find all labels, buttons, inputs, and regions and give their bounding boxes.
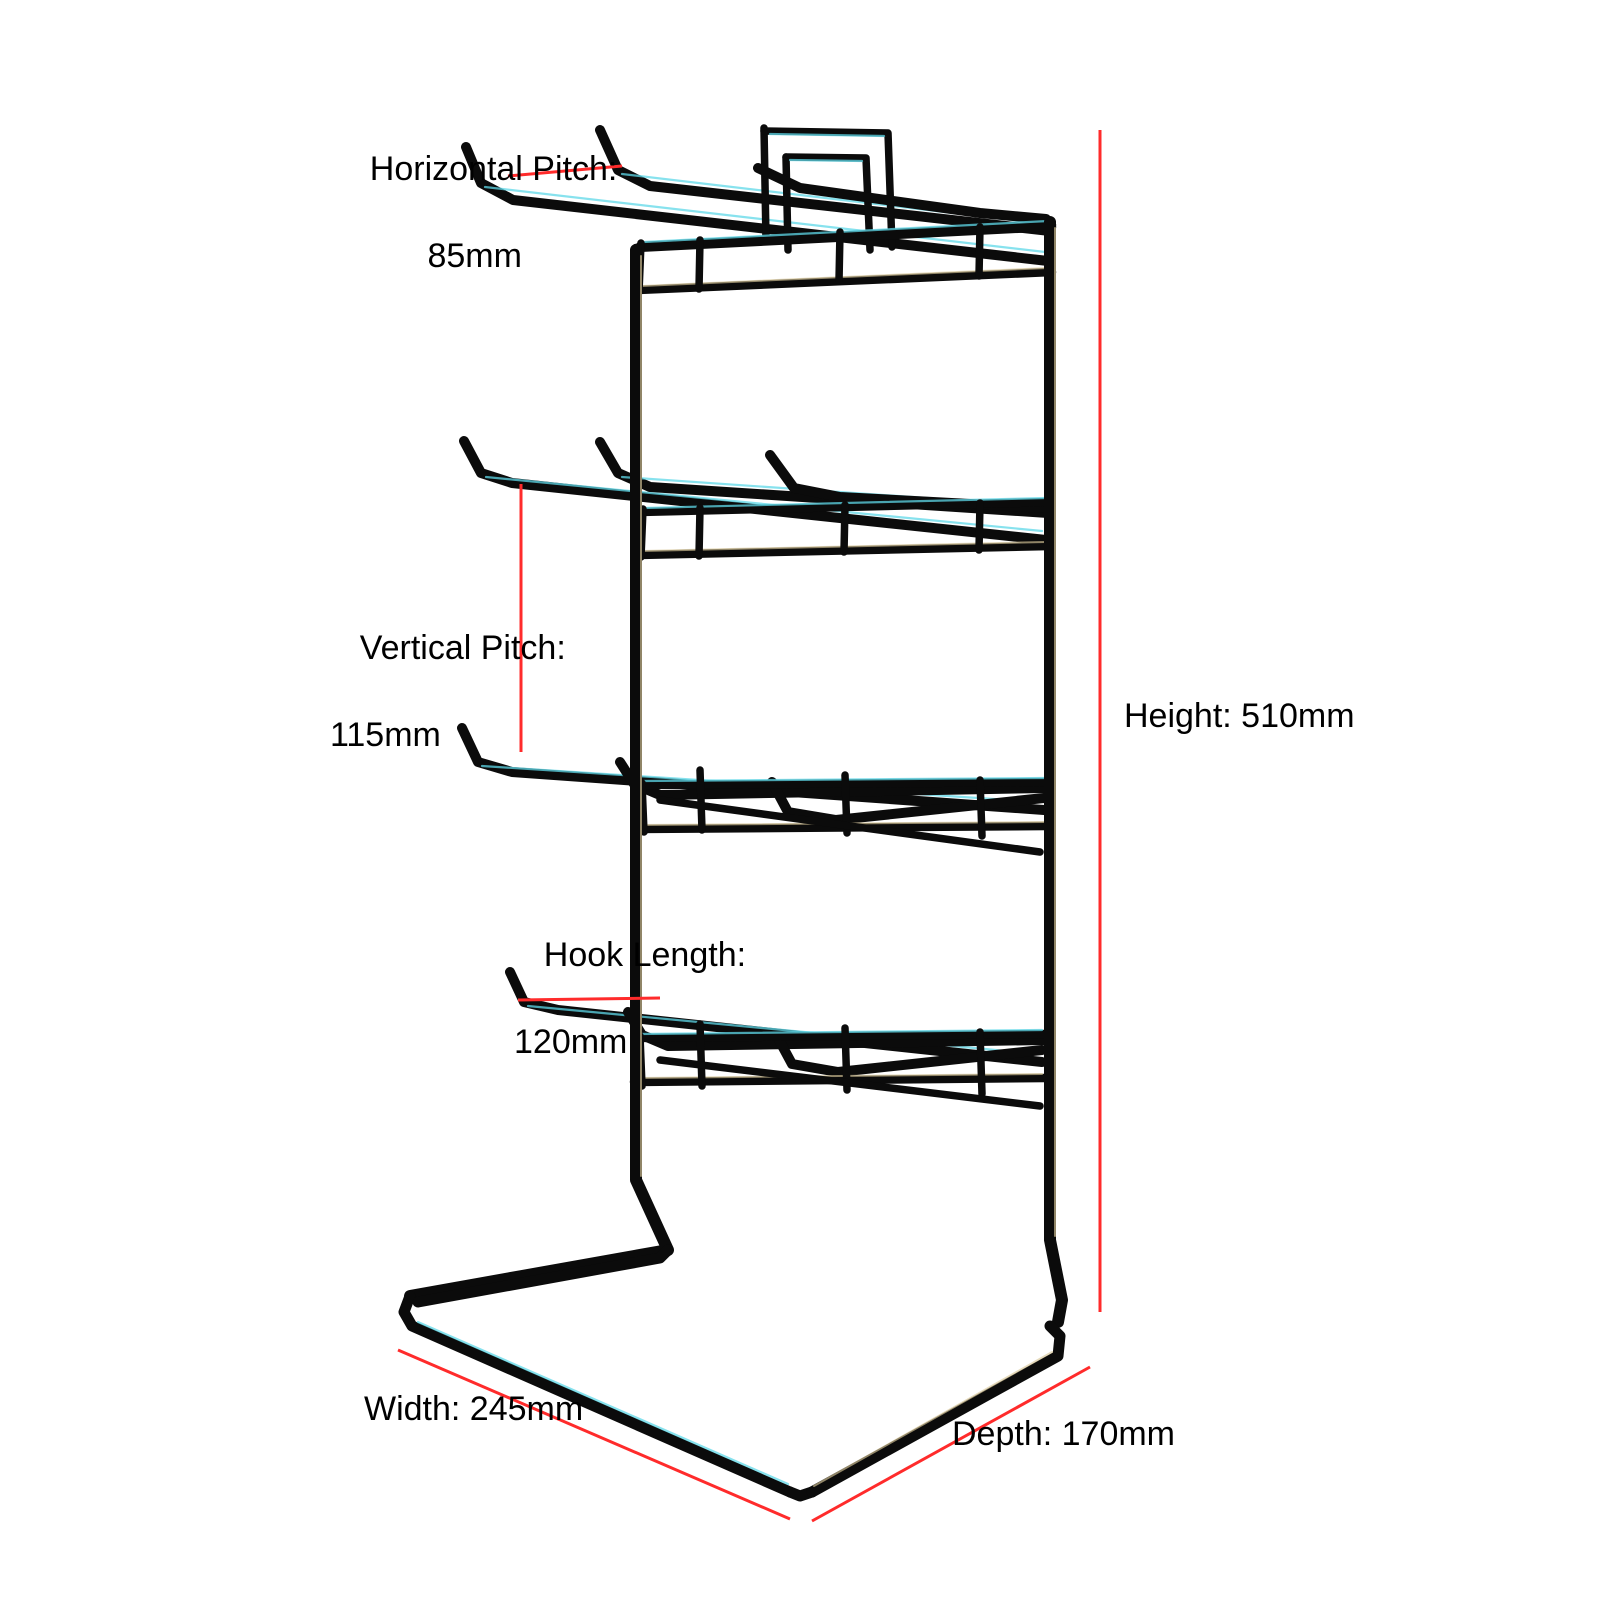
base-rear-left-bend (412, 1244, 674, 1308)
height-label: Height: 510mm (1124, 697, 1355, 735)
vertical-pitch-label: Vertical Pitch: 115mm (322, 583, 566, 844)
divider-t4-3 (976, 1028, 986, 1098)
hook-tier4-c (773, 1033, 1047, 1077)
frame-post-right (1044, 216, 1068, 1328)
cross-wire-t4 (656, 1056, 1044, 1110)
horizontal-pitch-label: Horizontal Pitch: 85mm (332, 104, 618, 365)
rail-connector-t2-4 (975, 499, 984, 554)
depth-line (811, 1365, 1091, 1523)
horizontal-pitch-line (507, 164, 623, 178)
divider-t4-1 (696, 1020, 706, 1090)
rack-structure (398, 124, 1068, 1502)
depth-label: Depth: 170mm (952, 1415, 1175, 1453)
rail-connector-t2-3 (840, 501, 849, 556)
base-right-edge (806, 1320, 1066, 1498)
rail-connector-t2-2 (695, 504, 704, 560)
hook-length-label-line1: Hook Length: (543, 935, 747, 974)
rail-connector-t1-3 (835, 228, 844, 285)
hook-length-line (517, 996, 661, 1002)
tier-2-group (459, 436, 1055, 561)
tier-1-group (461, 124, 1057, 296)
hook-tier1-loop-inner (782, 153, 874, 254)
width-label: Width: 245mm (364, 1390, 584, 1428)
hook-tier3-c (767, 777, 1049, 825)
vertical-pitch-label-line2: 115mm (330, 715, 441, 754)
hook-tier1-b (595, 125, 1055, 236)
base-left-edge (398, 1290, 796, 1498)
horizontal-pitch-label-line1: Horizontal Pitch: (369, 149, 618, 188)
divider-t3-1 (696, 766, 706, 834)
hook-tier3-b (615, 757, 1051, 800)
cross-wire-t3 (656, 796, 1044, 856)
rail-connector-t1-4 (975, 223, 984, 280)
hook-length-label-line2: 120mm (514, 1022, 628, 1061)
hook-tier1-loop-outer (760, 124, 770, 244)
frame-post-left (404, 244, 674, 1302)
horizontal-pitch-label-line2: 85mm (427, 236, 522, 275)
rail-tier1-lower (633, 267, 1057, 295)
divider-t3-4 (638, 779, 648, 836)
base-foot (398, 1244, 1066, 1502)
divider-t3-3 (976, 776, 986, 840)
width-line (397, 1348, 791, 1521)
rail-connector-t1-2 (695, 236, 704, 293)
hook-length-label: Hook Length: 120mm (506, 890, 746, 1151)
tier-4-group (505, 796, 1051, 1110)
hook-tier1-c (753, 163, 1051, 224)
dimension-lines (397, 130, 1102, 1523)
hook-tier1-a (461, 142, 1053, 266)
vertical-pitch-label-line1: Vertical Pitch: (359, 628, 566, 667)
